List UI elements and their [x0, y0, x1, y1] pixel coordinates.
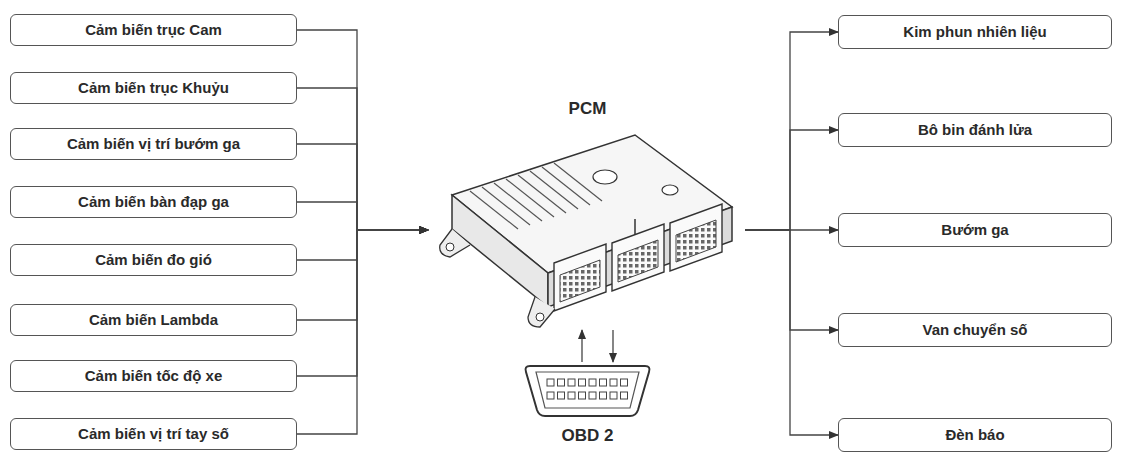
sensor-box: Cảm biến trục Cam: [10, 14, 297, 46]
sensor-box: Cảm biến vị trí tay số: [10, 418, 297, 450]
ecu-illustration: [430, 95, 745, 335]
box-label: Cảm biến đo gió: [95, 251, 212, 268]
box-label: Đèn báo: [945, 426, 1004, 443]
connector-arrow: [297, 230, 428, 376]
connector-arrow: [297, 144, 428, 230]
connector-arrow: [297, 230, 428, 320]
connector-arrow: [297, 230, 428, 260]
box-label: Cảm biến vị trí tay số: [78, 425, 229, 442]
unit-label: OBD 2: [520, 426, 655, 446]
box-label: Bô bin đánh lửa: [918, 121, 1032, 138]
connector-arrow: [612, 330, 613, 362]
pcm-unit: PCM: [430, 95, 745, 335]
sensor-box: Cảm biến Lambda: [10, 304, 297, 336]
box-label: Van chuyển số: [922, 321, 1027, 338]
obd-port: OBD 2: [520, 360, 655, 450]
connector-arrow: [745, 32, 838, 230]
sensor-box: Cảm biến vị trí bướm ga: [10, 128, 297, 160]
unit-label: PCM: [430, 99, 745, 119]
box-label: Cảm biến bàn đạp ga: [78, 193, 229, 210]
output-box: Bô bin đánh lửa: [838, 113, 1112, 147]
sensor-box: Cảm biến tốc độ xe: [10, 360, 297, 392]
sensor-box: Cảm biến bàn đạp ga: [10, 186, 297, 218]
box-label: Kim phun nhiên liệu: [903, 23, 1046, 40]
output-box: Van chuyển số: [838, 313, 1112, 347]
connector-arrow: [297, 230, 428, 434]
connector-arrow: [297, 30, 428, 230]
box-label: Cảm biến trục Khuỷu: [78, 79, 229, 96]
output-box: Bướm ga: [838, 213, 1112, 247]
connector-arrow: [745, 130, 838, 230]
box-label: Cảm biến trục Cam: [85, 21, 222, 38]
box-label: Bướm ga: [941, 221, 1008, 238]
connector-arrow: [581, 330, 582, 362]
box-label: Cảm biến vị trí bướm ga: [67, 135, 240, 152]
connector-arrow: [745, 230, 838, 435]
connector-arrow: [297, 202, 428, 230]
connector-arrow: [745, 230, 838, 330]
output-box: Kim phun nhiên liệu: [838, 15, 1112, 49]
sensor-box: Cảm biến đo gió: [10, 244, 297, 276]
box-label: Cảm biến tốc độ xe: [85, 367, 223, 384]
box-label: Cảm biến Lambda: [89, 311, 218, 328]
output-box: Đèn báo: [838, 418, 1112, 452]
connector-arrow: [297, 88, 428, 230]
sensor-box: Cảm biến trục Khuỷu: [10, 72, 297, 104]
